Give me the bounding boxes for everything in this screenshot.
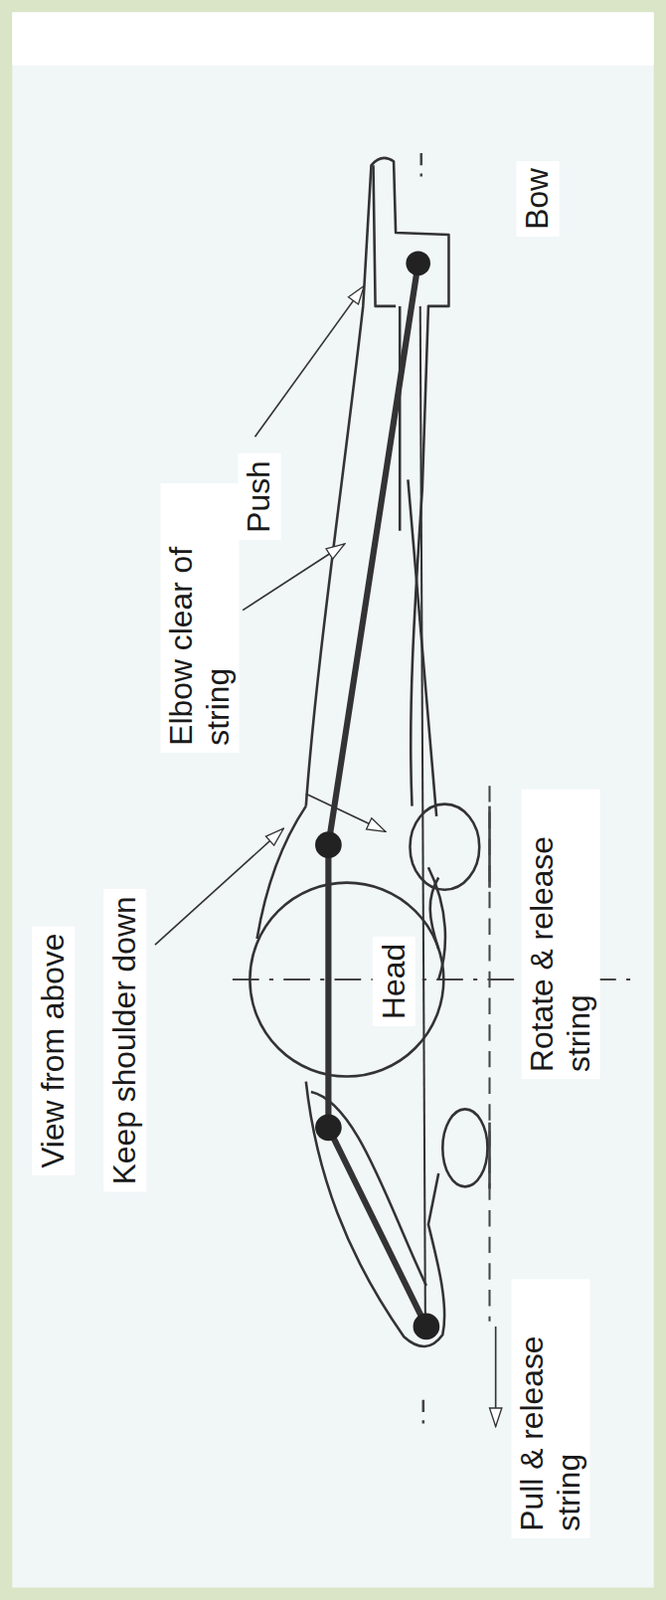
panel <box>11 11 654 1587</box>
note-label: Rotate & release string <box>521 788 601 1078</box>
bow-hand <box>373 165 397 307</box>
note-label: Pull & release string <box>510 1278 590 1538</box>
part-label: Head <box>372 936 416 1026</box>
body-outline <box>249 158 488 1346</box>
part-label: Bow <box>516 161 560 237</box>
front-foot <box>409 804 480 890</box>
back-foot <box>442 1108 488 1186</box>
head-outline <box>249 882 444 1077</box>
note-label: Elbow clear of string <box>160 482 239 752</box>
view-title: View from above <box>31 925 75 1175</box>
forearm-line <box>399 306 437 817</box>
arrow-label: Push <box>237 453 281 540</box>
skeleton-line <box>315 250 440 1339</box>
axis-lines <box>232 153 633 1429</box>
panel-top <box>11 11 654 65</box>
note-label: Keep shoulder down <box>103 888 147 1191</box>
leader-arrows <box>155 285 497 1426</box>
